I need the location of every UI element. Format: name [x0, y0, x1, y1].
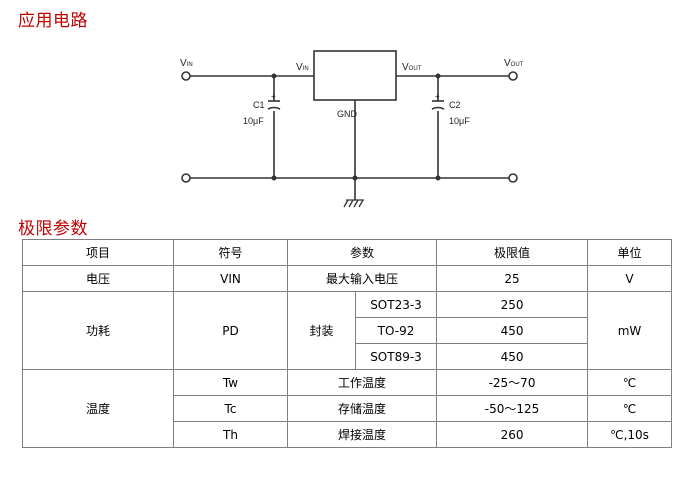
application-circuit-diagram: VIN VIN VOUT VOUT GND C1 10μF C2 10μF + …	[180, 50, 524, 208]
label-c1-plus: +	[271, 92, 276, 101]
section-title-application-circuit: 应用电路	[18, 11, 88, 31]
cell-parameter: 存储温度	[286, 395, 438, 422]
regulator-box	[313, 50, 397, 101]
junction-dot	[352, 175, 358, 181]
cell-package: TO-92	[354, 317, 438, 344]
cell-unit: mW	[587, 291, 673, 370]
label-gnd: GND	[337, 109, 358, 119]
ground-icon	[343, 199, 364, 208]
terminal-vout	[508, 71, 518, 81]
header-symbol: 符号	[173, 239, 288, 266]
label-vin: VIN	[180, 58, 193, 69]
cell-unit: ℃	[587, 369, 673, 396]
label-c1-value: 10μF	[243, 116, 264, 126]
table-row-voltage: 电压 VIN 最大输入电压 25 V	[22, 265, 673, 292]
c1-plate-bottom	[267, 106, 281, 110]
limits-table: 项目 符号 参数 极限值 单位 电压 VIN 最大输入电压 25 V 功耗 PD…	[22, 239, 673, 448]
cell-parameter: 最大输入电压	[286, 265, 438, 292]
table-row-temperature-soldering: Th 焊接温度 260 ℃,10s	[23, 421, 673, 448]
table-header-row: 项目 符号 参数 极限值 单位	[22, 239, 673, 266]
cell-value: 450	[436, 343, 589, 370]
label-c2-value: 10μF	[449, 116, 470, 126]
cell-value: 250	[436, 291, 589, 318]
header-parameter: 参数	[286, 239, 438, 266]
cell-item: 功耗	[22, 291, 174, 370]
cell-symbol: Th	[173, 421, 288, 448]
terminal-vin	[181, 71, 191, 81]
junction-dot	[271, 73, 277, 79]
table-row-power-sot89: SOT89-3 450	[23, 343, 672, 370]
cell-value: 25	[436, 265, 589, 292]
cell-package: SOT89-3	[354, 343, 438, 370]
cell-parameter: 封装	[287, 291, 356, 370]
terminal-ground-left	[181, 173, 191, 183]
label-vout: VOUT	[504, 58, 524, 69]
label-regulator-vout: VOUT	[402, 62, 422, 73]
label-c2-plus: +	[435, 92, 440, 101]
cell-parameter: 焊接温度	[286, 421, 438, 448]
label-regulator-vin: VIN	[296, 62, 309, 73]
terminal-ground-right	[508, 173, 518, 183]
cell-value: -25～70	[436, 369, 589, 396]
cell-symbol: Tw	[173, 369, 288, 396]
table-row-temperature-operating: 温度 Tw 工作温度 -25～70 ℃	[22, 369, 673, 448]
junction-dot	[435, 175, 441, 181]
c2-plate-bottom	[431, 106, 445, 110]
cell-unit: ℃,10s	[587, 421, 673, 448]
cell-value: 450	[436, 317, 589, 344]
label-c1-name: C1	[253, 100, 265, 110]
cell-item: 电压	[22, 265, 174, 292]
header-item: 项目	[22, 239, 174, 266]
cell-value: -50～125	[436, 395, 589, 422]
section-title-absolute-maximum-ratings: 极限参数	[18, 219, 88, 239]
header-limit-value: 极限值	[436, 239, 589, 266]
header-unit: 单位	[587, 239, 673, 266]
table-row-temperature-storage: Tc 存储温度 -50～125 ℃	[23, 395, 673, 422]
cell-symbol: VIN	[173, 265, 288, 292]
label-c2-name: C2	[449, 100, 461, 110]
junction-dot	[271, 175, 277, 181]
cell-package: SOT23-3	[354, 291, 438, 318]
cell-unit: V	[587, 265, 673, 292]
junction-dot	[435, 73, 441, 79]
table-row-power-sot23: 功耗 PD 封装 SOT23-3 250 mW	[22, 291, 673, 370]
cell-symbol: PD	[173, 291, 288, 370]
cell-symbol: Tc	[173, 395, 288, 422]
cell-unit: ℃	[587, 395, 673, 422]
cell-value: 260	[436, 421, 589, 448]
cell-parameter: 工作温度	[286, 369, 438, 396]
cell-item: 温度	[22, 369, 174, 448]
